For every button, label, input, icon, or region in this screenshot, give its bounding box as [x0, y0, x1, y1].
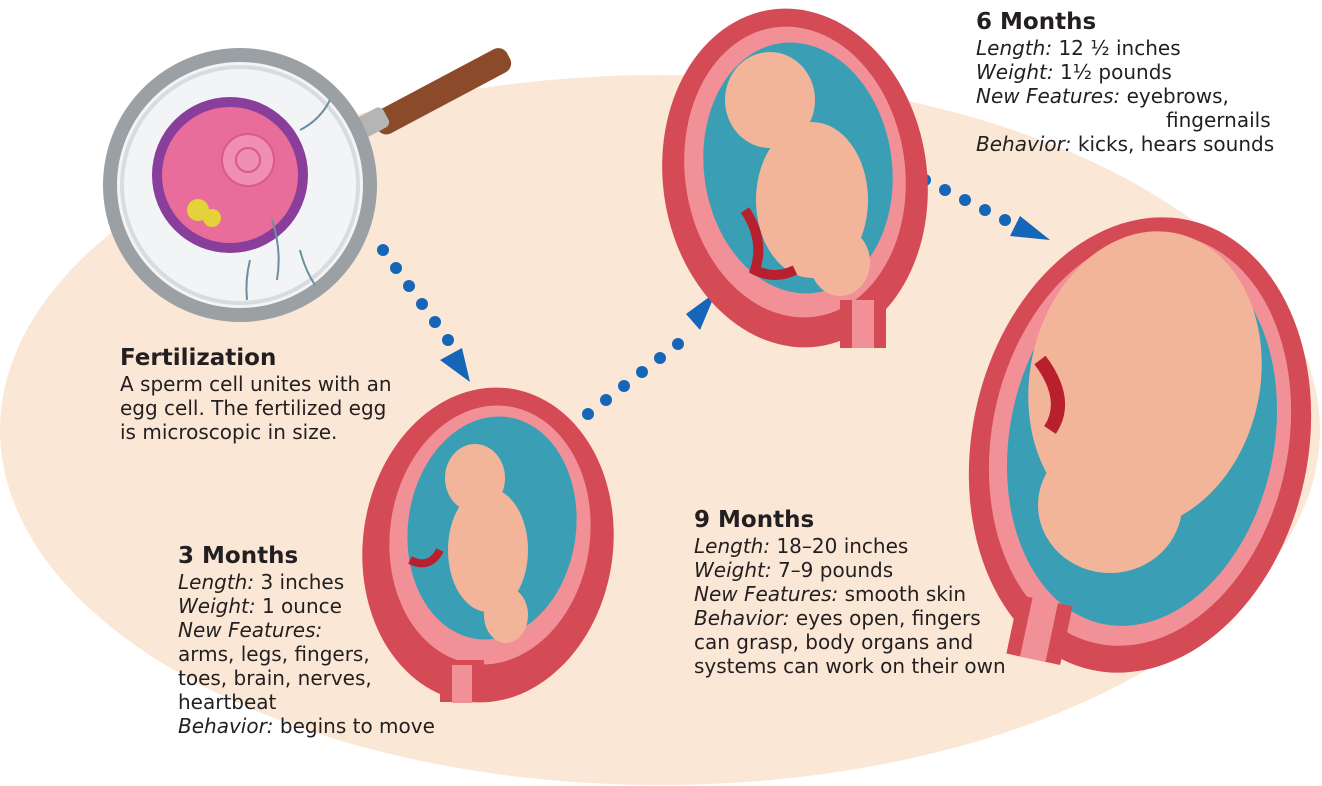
nine-months-weight: Weight: 7–9 pounds	[694, 558, 1006, 582]
six-months-features-cont: fingernails	[976, 108, 1274, 132]
weight-value: 1 ounce	[262, 594, 342, 618]
length-label: Length:	[976, 36, 1052, 60]
three-months-title: 3 Months	[178, 542, 435, 570]
length-value: 12 ½ inches	[1058, 36, 1180, 60]
nine-months-features: New Features: smooth skin	[694, 582, 1006, 606]
three-months-caption: 3 Months Length: 3 inches Weight: 1 ounc…	[178, 542, 435, 738]
nine-months-caption: 9 Months Length: 18–20 inches Weight: 7–…	[694, 506, 1006, 678]
features-label: New Features:	[976, 84, 1120, 108]
length-label: Length:	[694, 534, 770, 558]
weight-value: 1½ pounds	[1060, 60, 1172, 84]
three-months-weight: Weight: 1 ounce	[178, 594, 435, 618]
six-months-length: Length: 12 ½ inches	[976, 36, 1274, 60]
three-months-features-label: New Features:	[178, 618, 435, 642]
behavior-label: Behavior:	[694, 606, 790, 630]
nine-months-title: 9 Months	[694, 506, 1006, 534]
behavior-label: Behavior:	[178, 714, 274, 738]
features-value: eyebrows,	[1127, 84, 1229, 108]
three-months-features-line-3: heartbeat	[178, 690, 435, 714]
weight-label: Weight:	[694, 558, 772, 582]
fertilization-caption: Fertilization A sperm cell unites with a…	[120, 344, 392, 444]
nine-months-length: Length: 18–20 inches	[694, 534, 1006, 558]
three-months-features-line-1: arms, legs, fingers,	[178, 642, 435, 666]
behavior-value: eyes open, fingers	[796, 606, 981, 630]
six-months-behavior: Behavior: kicks, hears sounds	[976, 132, 1274, 156]
nine-months-behavior-line-3: systems can work on their own	[694, 654, 1006, 678]
length-value: 3 inches	[260, 570, 344, 594]
six-months-title: 6 Months	[976, 8, 1274, 36]
fertilization-line-3: is microscopic in size.	[120, 420, 392, 444]
three-months-length: Length: 3 inches	[178, 570, 435, 594]
weight-label: Weight:	[976, 60, 1054, 84]
fertilization-line-1: A sperm cell unites with an	[120, 372, 392, 396]
weight-value: 7–9 pounds	[778, 558, 893, 582]
six-months-features: New Features: eyebrows,	[976, 84, 1274, 108]
fertilization-title: Fertilization	[120, 344, 392, 372]
features-value: smooth skin	[845, 582, 966, 606]
six-months-caption: 6 Months Length: 12 ½ inches Weight: 1½ …	[976, 8, 1274, 156]
three-months-features-line-2: toes, brain, nerves,	[178, 666, 435, 690]
behavior-value: begins to move	[280, 714, 435, 738]
length-label: Length:	[178, 570, 254, 594]
length-value: 18–20 inches	[776, 534, 908, 558]
features-label: New Features:	[694, 582, 838, 606]
nine-months-behavior: Behavior: eyes open, fingers	[694, 606, 1006, 630]
fertilization-line-2: egg cell. The fertilized egg	[120, 396, 392, 420]
six-months-weight: Weight: 1½ pounds	[976, 60, 1274, 84]
weight-label: Weight:	[178, 594, 256, 618]
nine-months-behavior-line-2: can grasp, body organs and	[694, 630, 1006, 654]
behavior-label: Behavior:	[976, 132, 1072, 156]
three-months-behavior: Behavior: begins to move	[178, 714, 435, 738]
behavior-value: kicks, hears sounds	[1078, 132, 1274, 156]
